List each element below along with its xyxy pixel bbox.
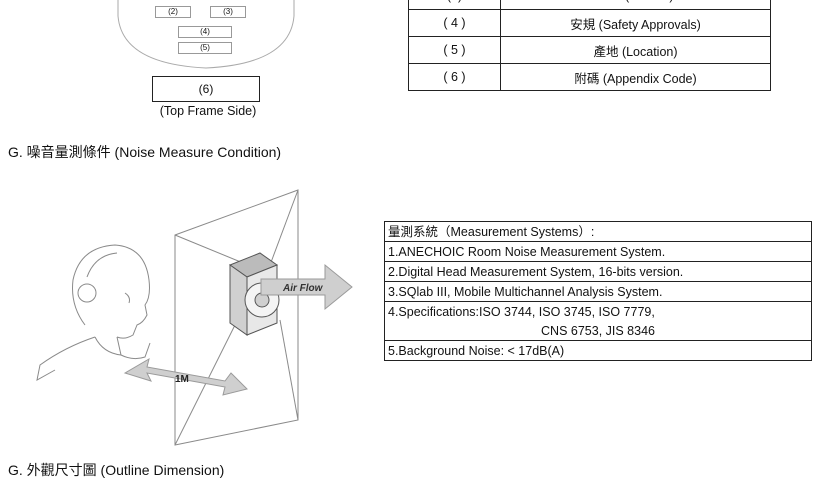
- fan-label-outline: [117, 0, 295, 69]
- table-row: ( 4 ) 安規 (Safety Approvals): [408, 9, 771, 37]
- measure-item: 3.SQlab III, Mobile Multichannel Analysi…: [384, 281, 812, 302]
- frame-caption: (Top Frame Side): [159, 104, 257, 118]
- code-box-2: (2): [155, 6, 191, 18]
- code-num: ( 4 ): [408, 9, 501, 37]
- head-sketch: [36, 244, 151, 381]
- table-row: 3.SQlab III, Mobile Multichannel Analysi…: [384, 281, 812, 302]
- code-box-3: (3): [210, 6, 246, 18]
- table-row: 2.Digital Head Measurement System, 16-bi…: [384, 261, 812, 282]
- measure-header: 量測系統（Measurement Systems）:: [384, 221, 812, 242]
- measure-item: 2.Digital Head Measurement System, 16-bi…: [384, 261, 812, 282]
- measure-item: 4.Specifications:ISO 3744, ISO 3745, ISO…: [384, 301, 812, 321]
- label-diagram: (2) (3) (4) (5) (6) (Top Frame Side): [0, 0, 400, 135]
- code-desc: 安規 (Safety Approvals): [500, 9, 771, 37]
- code-num: ( 6 ): [408, 63, 501, 91]
- code-desc: LOT (Lot No.): [500, 0, 771, 10]
- table-row: (3) LOT (Lot No.): [408, 0, 771, 10]
- distance-label: 1M: [175, 374, 189, 385]
- airflow-label: Air Flow: [282, 283, 324, 294]
- code-num: (3): [408, 0, 501, 10]
- code-desc: 產地 (Location): [500, 36, 771, 64]
- airflow-arrow: [260, 263, 353, 311]
- code-box-4: (4): [178, 26, 232, 38]
- distance-arrow: [123, 357, 248, 396]
- code-num: ( 5 ): [408, 36, 501, 64]
- fan-icon: [228, 252, 280, 336]
- measure-item-continued: CNS 6753, JIS 8346: [384, 321, 812, 341]
- table-row: ( 6 ) 附碼 (Appendix Code): [408, 63, 771, 91]
- measure-item: 1.ANECHOIC Room Noise Measurement System…: [384, 241, 812, 262]
- table-row: 4.Specifications:ISO 3744, ISO 3745, ISO…: [384, 301, 812, 321]
- section-heading-noise: G. 噪音量測條件 (Noise Measure Condition): [8, 144, 282, 160]
- table-row: 5.Background Noise: < 17dB(A): [384, 340, 812, 361]
- table-row: 量測系統（Measurement Systems）:: [384, 221, 812, 242]
- table-row: CNS 6753, JIS 8346: [384, 321, 812, 341]
- code-desc: 附碼 (Appendix Code): [500, 63, 771, 91]
- table-row: ( 5 ) 產地 (Location): [408, 36, 771, 64]
- measure-item: 5.Background Noise: < 17dB(A): [384, 340, 812, 361]
- section-heading-outline: G. 外觀尺寸圖 (Outline Dimension): [8, 462, 225, 478]
- table-row: 1.ANECHOIC Room Noise Measurement System…: [384, 241, 812, 262]
- measurement-systems-table: 量測系統（Measurement Systems）: 1.ANECHOIC Ro…: [384, 221, 812, 361]
- frame-code-box: (6): [152, 76, 260, 102]
- noise-measure-illustration: Air Flow 1M: [36, 189, 353, 446]
- code-table: (3) LOT (Lot No.) ( 4 ) 安規 (Safety Appro…: [408, 0, 771, 91]
- code-box-5: (5): [178, 42, 232, 54]
